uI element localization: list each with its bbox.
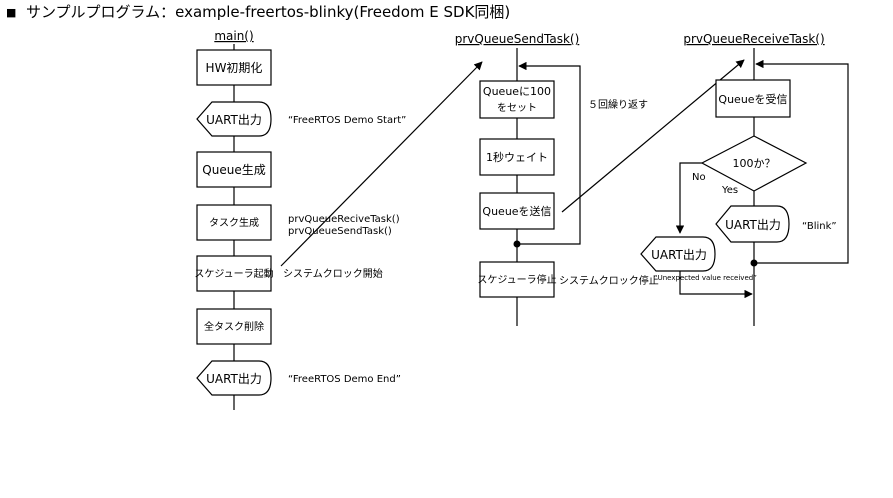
uart-start-shape (196, 101, 272, 137)
receive-loop-arrow (754, 59, 849, 264)
task-create-label: タスク生成 (209, 216, 259, 229)
task-create-note-2: prvQueueSendTask() (288, 226, 392, 237)
delete-tasks-box (196, 308, 272, 345)
uart-blink-shape (715, 205, 790, 243)
wait-box (479, 138, 555, 176)
uart-end-label: UART出力 (206, 372, 262, 386)
uart-blink-label: UART出力 (725, 218, 781, 232)
scheduler-to-send-arrow (280, 61, 483, 267)
task-create-box (196, 204, 272, 241)
send-flow: prvQueueSendTask() Queueに100 をセット 1秒ウェイト… (455, 32, 659, 326)
scheduler-start-note: システムクロック開始 (283, 267, 383, 280)
receive-flow: prvQueueReceiveTask() Queueを受信 100か？ No … (640, 32, 849, 326)
uart-end-note: “FreeRTOS Demo End” (288, 374, 401, 385)
page-heading: サンプルプログラム：example-freertos-blinky(Freedo… (26, 3, 510, 21)
error-merge-arrow (679, 271, 753, 299)
task-create-note-1: prvQueueReciveTask() (288, 214, 400, 225)
delete-tasks-label: 全タスク削除 (204, 320, 264, 333)
scheduler-stop-box (479, 261, 555, 298)
scheduler-stop-label: スケジューラ停止 (477, 273, 556, 286)
unexpected-note: “Unexpected value received” (654, 274, 757, 282)
send-loop-arrow (517, 61, 581, 245)
scheduler-start-label: スケジューラ起動 (194, 267, 273, 280)
send-box (479, 192, 555, 230)
hw-init-label: HW初期化 (206, 61, 263, 75)
no-branch-arrow (675, 162, 702, 234)
decision-label: 100か？ (733, 157, 776, 170)
uart-error-shape (640, 236, 716, 272)
receive-box (715, 79, 791, 118)
scheduler-stop-note: システムクロック停止 (559, 274, 659, 287)
send-flow-title: prvQueueSendTask() (455, 32, 580, 46)
set-value-label-2: をセット (497, 102, 537, 114)
yes-branch-label: Yes (721, 185, 738, 196)
set-value-box (479, 80, 555, 119)
send-to-receive-arrow (561, 59, 745, 213)
heading-bullet: ■ (6, 6, 16, 19)
blink-note: “Blink” (802, 221, 837, 232)
uart-error-label: UART出力 (651, 248, 707, 262)
scheduler-start-box (196, 255, 272, 292)
decision-diamond (700, 135, 808, 192)
wait-label: 1秒ウェイト (486, 150, 548, 164)
queue-create-box (196, 151, 272, 188)
no-branch-label: No (692, 172, 706, 183)
send-loop-junction (513, 240, 521, 248)
receive-loop-junction (750, 259, 758, 267)
main-flow: main() HW初期化 UART出力 “FreeRTOS Demo Start… (194, 29, 406, 410)
queue-create-label: Queue生成 (202, 163, 265, 177)
receive-flow-title: prvQueueReceiveTask() (683, 32, 824, 46)
main-flow-title: main() (214, 29, 253, 43)
send-label: Queueを送信 (482, 204, 551, 218)
uart-start-note: “FreeRTOS Demo Start” (288, 115, 406, 126)
repeat-note: ５回繰り返す (588, 98, 648, 111)
uart-end-shape (196, 360, 272, 396)
receive-label: Queueを受信 (718, 93, 787, 106)
hw-init-box (196, 49, 272, 86)
set-value-label-1: Queueに100 (483, 85, 551, 98)
uart-start-label: UART出力 (206, 113, 262, 127)
